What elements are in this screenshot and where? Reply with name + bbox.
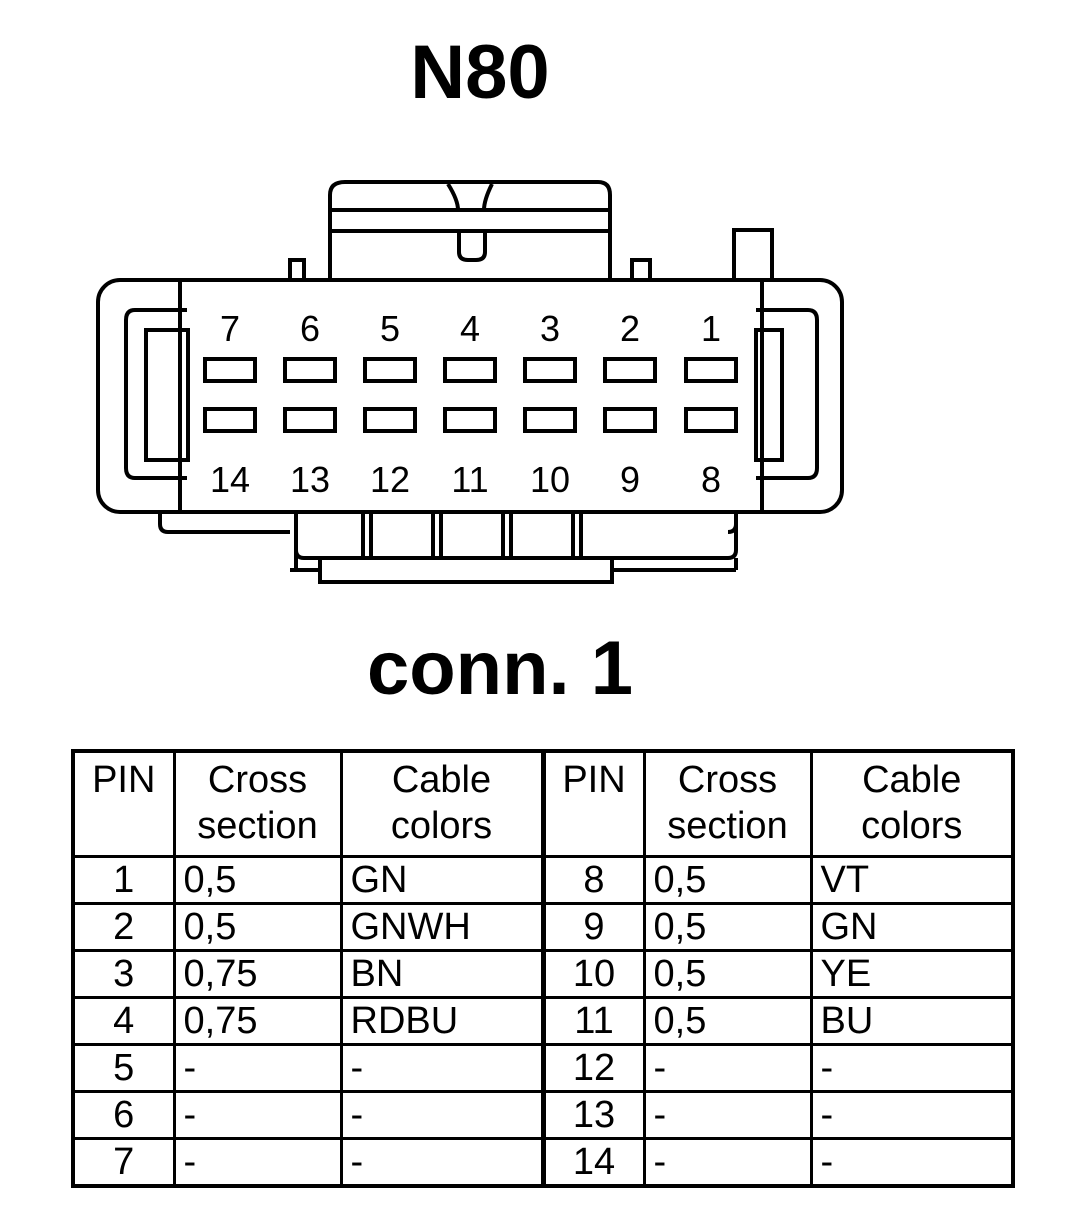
pin-slot (523, 357, 577, 383)
header-pin: PIN (71, 749, 176, 858)
cable-color-cell: YE (809, 949, 1015, 999)
pin-cell: 9 (540, 902, 646, 952)
cross-section-cell: - (172, 1090, 343, 1140)
tab-right (630, 258, 652, 282)
pin-cell: 12 (540, 1043, 646, 1093)
table-row: 6--13-- (71, 1090, 1015, 1140)
pin-cell: 1 (71, 855, 176, 905)
pin-cell: 14 (540, 1137, 646, 1188)
pin-slot (603, 357, 657, 383)
cross-section-cell: 0,5 (642, 902, 813, 952)
pin-slot (684, 407, 738, 433)
pin-number-label: 6 (300, 308, 320, 349)
table-row: 5--12-- (71, 1043, 1015, 1093)
pin-slot (684, 357, 738, 383)
pin-number-label: 4 (460, 308, 480, 349)
connector-body (96, 278, 844, 514)
cross-section-cell: 0,75 (172, 949, 343, 999)
cross-section-cell: - (642, 1137, 813, 1188)
cable-color-cell: GNWH (339, 902, 545, 952)
pin-cell: 8 (540, 855, 646, 905)
pin-cell: 7 (71, 1137, 176, 1188)
pin-cell: 3 (71, 949, 176, 999)
bottom-flange (158, 512, 738, 534)
pin-number-label: 11 (451, 459, 488, 500)
pin-cell: 13 (540, 1090, 646, 1140)
pin-cell: 5 (71, 1043, 176, 1093)
connector-label: conn. 1 (366, 626, 634, 711)
pin-cell: 6 (71, 1090, 176, 1140)
latch-tongue (457, 231, 487, 262)
table-row: 7--14-- (71, 1137, 1015, 1188)
cross-section-cell: - (172, 1137, 343, 1188)
pin-slot (283, 407, 337, 433)
pin-number-label: 7 (220, 308, 240, 349)
pin-slot (203, 407, 257, 433)
right-lock (756, 308, 819, 480)
pin-slot (283, 357, 337, 383)
pin-slot (363, 407, 417, 433)
cable-color-cell: RDBU (339, 996, 545, 1046)
cross-section-cell: 0,5 (642, 949, 813, 999)
pin-cell: 4 (71, 996, 176, 1046)
cross-section-cell: - (642, 1043, 813, 1093)
cable-color-cell: GN (809, 902, 1015, 952)
pin-slot (443, 407, 497, 433)
left-lock (124, 308, 187, 480)
top-latch (328, 180, 612, 280)
cross-section-cell: 0,5 (642, 855, 813, 905)
cable-color-cell: - (809, 1090, 1015, 1140)
cable-color-cell: BN (339, 949, 545, 999)
pin-number-label: 10 (530, 459, 570, 500)
cross-section-cell: 0,5 (642, 996, 813, 1046)
cable-color-cell: - (339, 1043, 545, 1093)
cable-color-cell: - (339, 1137, 545, 1188)
pin-number-label: 3 (540, 308, 560, 349)
pin-number-label: 2 (620, 308, 640, 349)
header-pin: PIN (540, 749, 646, 858)
cable-color-cell: - (339, 1090, 545, 1140)
cable-color-cell: - (809, 1137, 1015, 1188)
cable-color-cell: BU (809, 996, 1015, 1046)
tab-left (288, 258, 306, 282)
pin-number-label: 1 (701, 308, 721, 349)
pin-cell: 2 (71, 902, 176, 952)
cross-section-cell: 0,75 (172, 996, 343, 1046)
pin-number-label: 12 (370, 459, 410, 500)
cross-section-cell: - (642, 1090, 813, 1140)
pin-number-label: 5 (380, 308, 400, 349)
connector-drawing: 7 14 6 13 5 12 4 11 3 10 2 9 1 8 (96, 180, 844, 584)
pin-slot (363, 357, 417, 383)
pin-number-label: 8 (701, 459, 721, 500)
pin-number-label: 14 (210, 459, 250, 500)
pin-slot (203, 357, 257, 383)
cable-color-cell: - (809, 1043, 1015, 1093)
cross-section-cell: 0,5 (172, 902, 343, 952)
pin-cell: 10 (540, 949, 646, 999)
post-right (732, 228, 774, 282)
bottom-bar (318, 556, 614, 584)
pin-number-label: 13 (290, 459, 330, 500)
pin-cell: 11 (540, 996, 646, 1046)
cross-section-cell: - (172, 1043, 343, 1093)
cable-color-cell: VT (809, 855, 1015, 905)
latch-tongue-upper (446, 182, 494, 211)
cable-color-cell: GN (339, 855, 545, 905)
cross-section-cell: 0,5 (172, 855, 343, 905)
connector-title: N80 (410, 30, 550, 115)
pin-slot (443, 357, 497, 383)
pin-slot (523, 407, 577, 433)
pin-slot (603, 407, 657, 433)
pin-number-label: 9 (620, 459, 640, 500)
